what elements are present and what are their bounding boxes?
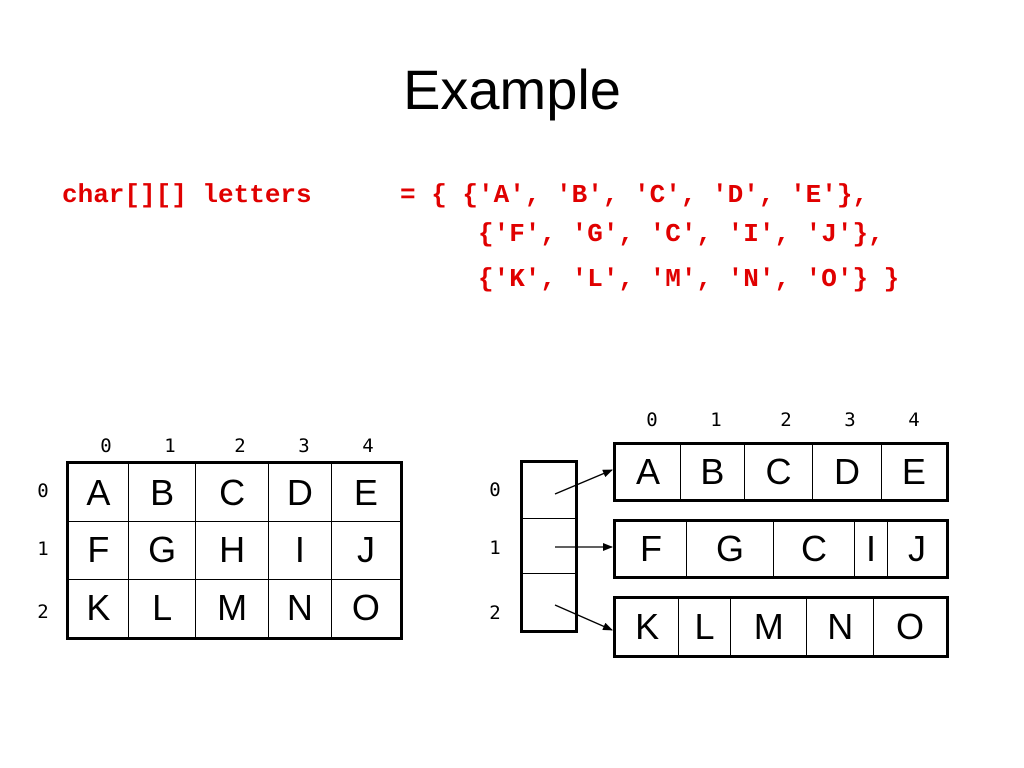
code-line-1: = { {'A', 'B', 'C', 'D', 'E'}, [400, 180, 869, 210]
left-2d-array-grid: A B C D E F G H I J K L M N O [66, 461, 403, 640]
left-col-index: 4 [362, 435, 374, 457]
pointer-arrow [554, 469, 613, 495]
left-col-index: 2 [234, 435, 246, 457]
array-cell: L [678, 597, 731, 657]
row-array-2: K L M N O [613, 596, 949, 658]
row-array-1: F G C I J [613, 519, 949, 579]
pointer-slot [523, 463, 575, 519]
left-col-index: 0 [100, 435, 112, 457]
right-col-index: 1 [710, 409, 722, 431]
array-cell: M [729, 597, 808, 657]
array-cell: O [872, 597, 949, 657]
code-declaration: char[][] letters [62, 180, 312, 210]
array-cell: N [267, 578, 332, 640]
left-col-index: 1 [164, 435, 176, 457]
code-line-2: {'F', 'G', 'C', 'I', 'J'}, [478, 219, 884, 249]
array-cell: O [330, 578, 403, 640]
array-cell: B [127, 461, 197, 523]
array-cell: M [195, 578, 269, 640]
right-row-index: 0 [489, 479, 501, 501]
array-cell: D [812, 443, 882, 501]
array-cell: F [614, 520, 687, 578]
code-line-3: {'K', 'L', 'M', 'N', 'O'} } [478, 264, 900, 294]
right-col-index: 4 [908, 409, 920, 431]
right-col-index: 2 [780, 409, 792, 431]
left-row-index: 0 [37, 480, 49, 502]
array-cell: L [127, 578, 197, 640]
left-row-index: 2 [37, 601, 49, 623]
array-cell: A [67, 461, 129, 523]
array-cell: E [880, 443, 949, 501]
array-cell: F [67, 521, 129, 580]
array-cell: C [772, 520, 855, 578]
slide-title: Example [403, 58, 621, 121]
array-cell: I [267, 521, 332, 580]
array-cell: I [853, 520, 888, 578]
array-cell: D [267, 461, 332, 523]
array-cell: C [195, 461, 269, 523]
pointer-arrow [554, 604, 613, 631]
left-col-index: 3 [298, 435, 310, 457]
left-row-index: 1 [37, 538, 49, 560]
right-col-index: 0 [646, 409, 658, 431]
pointer-slot [523, 519, 575, 575]
array-cell: J [886, 520, 949, 578]
array-cell: H [195, 521, 269, 580]
row-array-0: A B C D E [613, 442, 949, 502]
array-cell: B [680, 443, 745, 501]
array-cell: E [330, 461, 403, 523]
array-cell: K [613, 597, 680, 657]
array-cell: N [806, 597, 874, 657]
right-col-index: 3 [844, 409, 856, 431]
array-cell: J [330, 521, 403, 580]
right-row-index: 2 [489, 602, 501, 624]
right-row-index: 1 [489, 537, 501, 559]
array-cell: G [685, 520, 774, 578]
array-cell: G [127, 521, 197, 580]
array-cell: A [613, 443, 682, 501]
